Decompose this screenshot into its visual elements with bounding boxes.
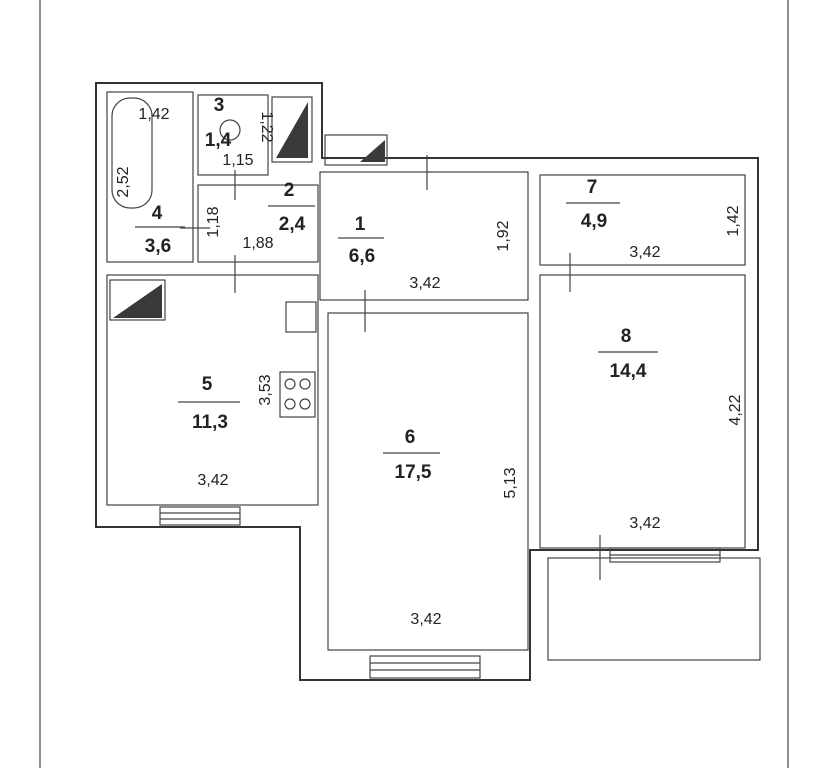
room-3-outline [197, 94, 269, 176]
dim-r6-width: 3,42 [410, 611, 441, 628]
room-7-area: 4,9 [581, 211, 607, 232]
room-5-number: 5 [202, 374, 213, 395]
dim-r8-width: 3,42 [629, 515, 660, 532]
room-2-outline [197, 184, 319, 263]
dim-r4-length: 2,52 [115, 166, 132, 197]
room-1-area: 6,6 [349, 246, 375, 267]
dim-r2-width: 1,88 [242, 235, 273, 252]
dim-r1-height: 1,92 [495, 220, 512, 251]
room-6-number: 6 [405, 427, 416, 448]
dim-r4-width: 1,42 [138, 106, 169, 123]
dim-r7-width: 3,42 [629, 244, 660, 261]
room-1-outline [319, 171, 529, 301]
room-4-outline [106, 91, 194, 263]
outer-wall [95, 82, 759, 681]
dim-r1-width: 3,42 [409, 275, 440, 292]
dim-r2-height: 1,18 [205, 206, 222, 237]
dim-r7-height: 1,42 [725, 205, 742, 236]
door-marks [180, 155, 601, 580]
room-7-number: 7 [587, 177, 598, 198]
room-2-area: 2,4 [279, 214, 306, 235]
room-7-outline [539, 174, 746, 266]
toilet-icon [219, 119, 241, 141]
room-5-area: 11,3 [192, 412, 228, 433]
dim-r3-width: 1,15 [222, 152, 253, 169]
dimension-labels: 1,42 2,52 1,22 1,15 1,18 1,88 3,42 1,92 … [115, 106, 744, 628]
room-4-number: 4 [152, 203, 163, 224]
room-3-area: 1,4 [205, 130, 232, 151]
dim-r3-height: 1,22 [258, 111, 275, 142]
room-1-number: 1 [355, 214, 366, 235]
room-8-area: 14,4 [610, 361, 647, 382]
room-3-number: 3 [214, 95, 225, 116]
dim-r5-height: 3,53 [257, 374, 274, 405]
room-8-number: 8 [621, 326, 632, 347]
sink-icon [285, 301, 317, 333]
room-6-area: 17,5 [395, 462, 432, 483]
dim-r5-width: 3,42 [197, 472, 228, 489]
stove-icon [279, 371, 316, 418]
dim-r6-height: 5,13 [502, 467, 519, 498]
room-2-number: 2 [284, 180, 295, 201]
ventilation-shafts [109, 96, 388, 321]
dim-r8-height: 4,22 [727, 394, 744, 425]
windows [159, 506, 721, 679]
room-8-outline [539, 274, 746, 549]
room-4-area: 3,6 [145, 236, 171, 257]
room-labels: 1 6,6 2 2,4 3 1,4 4 3,6 5 11,3 6 17,5 7 … [135, 95, 658, 483]
bathtub [111, 97, 153, 209]
room-6-outline [327, 312, 529, 651]
room-5-outline [106, 274, 319, 506]
balcony [547, 557, 761, 661]
